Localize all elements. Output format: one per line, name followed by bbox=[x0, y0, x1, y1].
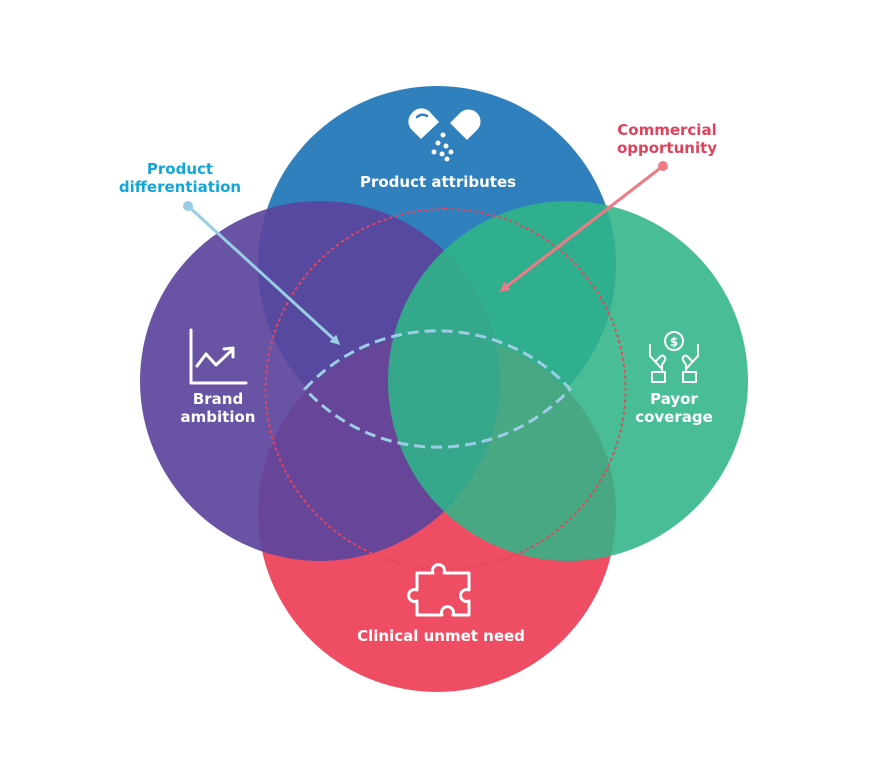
puzzle-piece-icon bbox=[407, 563, 471, 617]
callout-commercial-line-2: opportunity bbox=[617, 139, 717, 157]
label-product-attributes: Product attributes bbox=[360, 173, 516, 191]
circle-payor-coverage bbox=[388, 201, 748, 561]
hands-coin-icon bbox=[649, 331, 699, 383]
label-brand-line-1: Brand bbox=[193, 390, 243, 408]
label-brand-line-2: ambition bbox=[181, 408, 256, 426]
callout-differentiation-line-1: Product bbox=[147, 160, 213, 178]
differentiation-arrow bbox=[183, 201, 341, 346]
differentiation-dot bbox=[183, 201, 193, 211]
label-payor-line-2: coverage bbox=[635, 408, 713, 426]
commercial-arrow bbox=[499, 161, 668, 292]
dollar-sign: $ bbox=[670, 335, 678, 349]
callout-differentiation-line-2: differentiation bbox=[119, 178, 241, 196]
dashed-lens bbox=[302, 329, 573, 449]
label-payor-line-1: Payor bbox=[650, 390, 698, 408]
commercial-dot bbox=[658, 161, 668, 171]
circle-brand-ambition bbox=[140, 201, 500, 561]
callout-commercial-line-1: Commercial bbox=[617, 121, 716, 139]
growth-chart-icon bbox=[189, 328, 248, 385]
label-clinical-unmet-need: Clinical unmet need bbox=[357, 627, 525, 645]
pill-capsule-icon bbox=[408, 108, 481, 162]
